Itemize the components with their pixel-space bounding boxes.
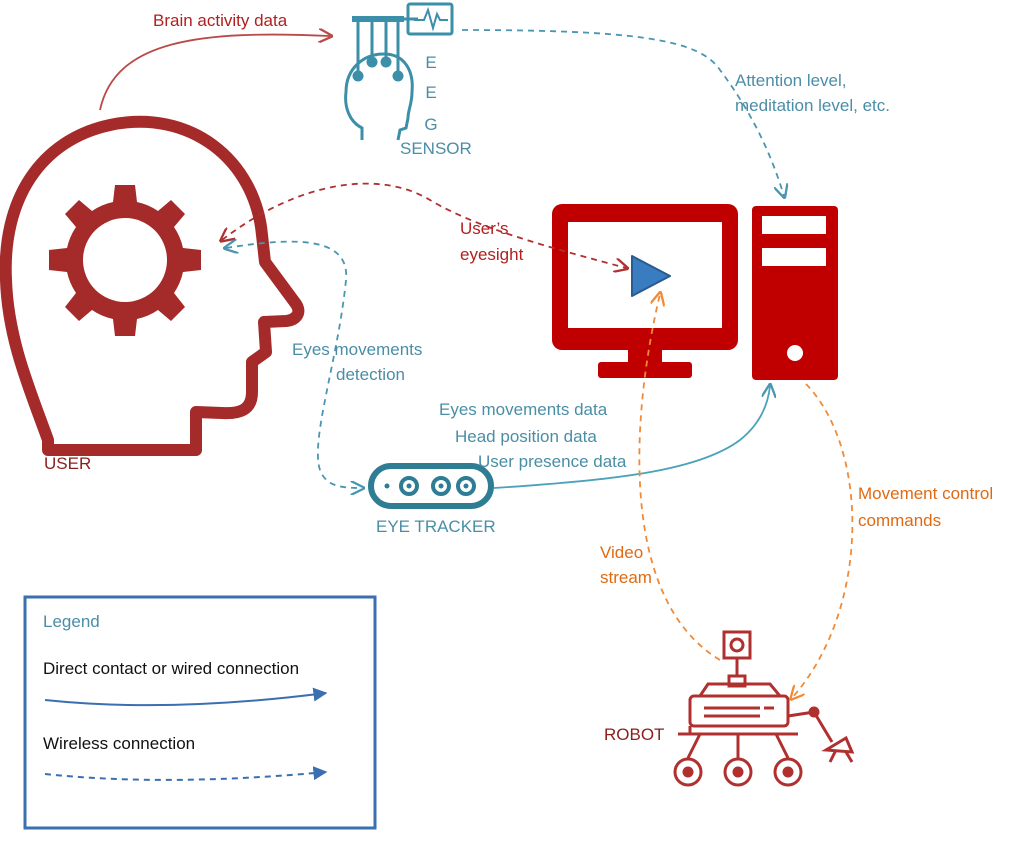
- eyes-data-label: Eyes movements data: [439, 400, 608, 419]
- attention-label-line2: meditation level, etc.: [735, 96, 890, 115]
- video-stream-arrow: [638, 294, 721, 661]
- legend-wired-line: [44, 687, 328, 707]
- monitor-icon: [552, 204, 738, 378]
- attention-arrow: [461, 29, 784, 196]
- sensor-label: SENSOR: [400, 139, 472, 158]
- play-icon: [631, 255, 671, 297]
- head-data-label: Head position data: [455, 427, 597, 446]
- legend: Legend Direct contact or wired connectio…: [23, 595, 377, 830]
- computer-tower-icon: [752, 206, 838, 380]
- legend-wireless-label: Wireless connection: [43, 734, 195, 753]
- user-label: USER: [44, 454, 91, 473]
- movement-control-arrow: [792, 383, 854, 698]
- video-label-line1: Video: [600, 543, 643, 562]
- eyes-detection-label-line2: detection: [336, 365, 405, 384]
- movement-label-line2: commands: [858, 511, 941, 530]
- eeg-sensor-icon: [344, 2, 454, 141]
- eyesight-label-line2: eyesight: [460, 245, 524, 264]
- legend-wired-label: Direct contact or wired connection: [43, 659, 299, 678]
- eye-tracker-icon: [368, 463, 494, 509]
- robot-label: ROBOT: [604, 725, 664, 744]
- eyes-detection-label-line1: Eyes movements: [292, 340, 422, 359]
- legend-wireless-line: [44, 766, 328, 781]
- brain-activity-arrow: [99, 35, 330, 111]
- gear-icon: [49, 185, 201, 336]
- eyes-detection-arrow: [226, 242, 362, 488]
- tracker-data-arrow: [493, 386, 770, 489]
- eye-tracker-label: EYE TRACKER: [376, 517, 496, 536]
- robot-icon: [673, 630, 855, 787]
- video-label-line2: stream: [600, 568, 652, 587]
- eeg-letter-g: G: [424, 115, 437, 134]
- brain-activity-label: Brain activity data: [153, 11, 288, 30]
- eeg-letter-e1: E: [425, 53, 436, 72]
- presence-data-label: User presence data: [478, 452, 627, 471]
- eeg-letter-e2: E: [425, 83, 436, 102]
- movement-label-line1: Movement control: [858, 484, 993, 503]
- eyesight-label-line1: User’s: [460, 219, 509, 238]
- attention-label-line1: Attention level,: [735, 71, 847, 90]
- eyesight-arrow: [222, 182, 626, 268]
- legend-title: Legend: [43, 612, 100, 631]
